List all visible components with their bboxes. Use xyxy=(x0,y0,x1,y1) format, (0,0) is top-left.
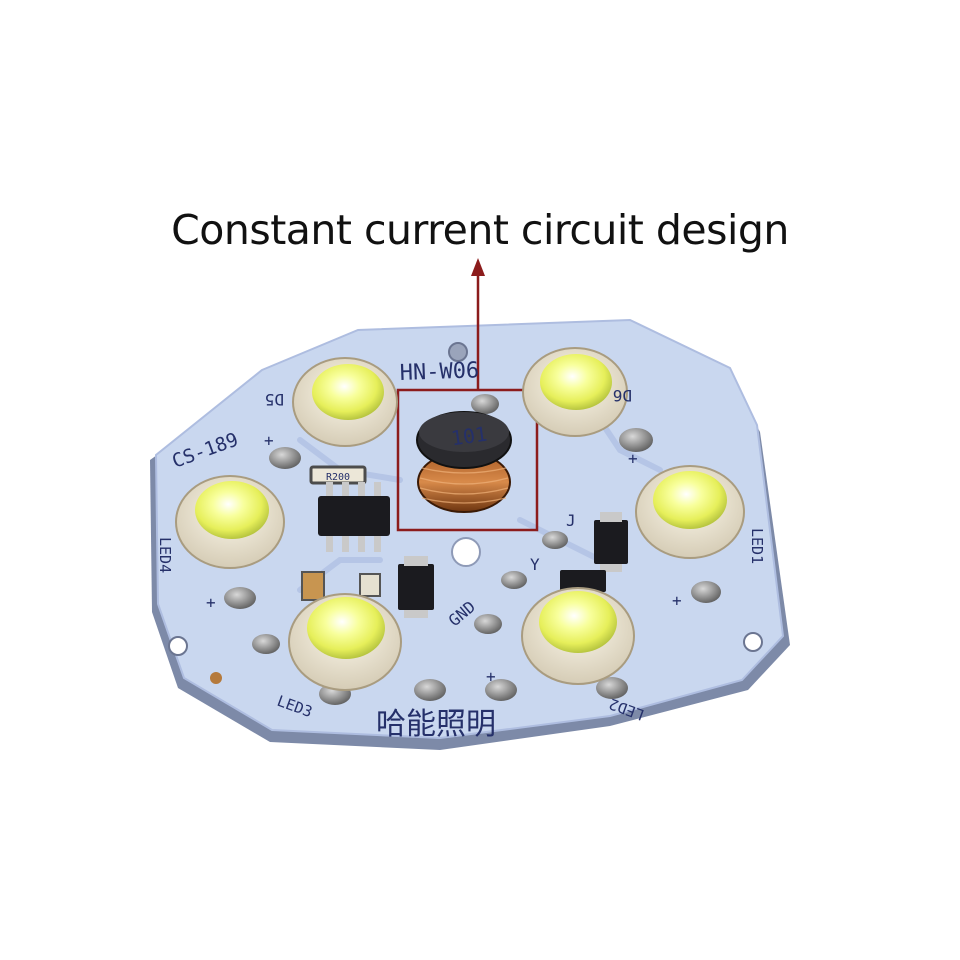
pin-label-j: J xyxy=(566,511,576,530)
led-partial-label-right: D6 xyxy=(613,386,632,405)
driver-ic xyxy=(318,482,390,552)
polarity-mark-1: + xyxy=(264,431,274,450)
led4-label: LED4 xyxy=(156,537,174,573)
led-bottom-right xyxy=(521,587,635,685)
inductor-label: 101 xyxy=(449,422,488,451)
polarity-mark-3: + xyxy=(206,593,216,612)
diode-right xyxy=(594,512,628,572)
led-partial-label-left: D5 xyxy=(265,390,284,409)
led-top-right xyxy=(522,347,628,437)
inductor: 101 xyxy=(416,411,512,513)
smd-capacitor xyxy=(301,571,325,601)
led-bottom-left xyxy=(288,593,402,691)
caption-heading: Constant current circuit design xyxy=(171,206,789,254)
model-label: HN-W06 xyxy=(399,358,479,386)
diode-bottom xyxy=(560,570,606,592)
led-left xyxy=(175,475,285,569)
led-right xyxy=(635,465,745,559)
resistor-label: R200 xyxy=(326,472,350,483)
led-top-left xyxy=(292,357,398,447)
polarity-mark-5: + xyxy=(486,667,496,686)
resistor-r200 xyxy=(309,465,367,485)
callout-arrow-head xyxy=(471,258,485,276)
led1-label: LED1 xyxy=(748,528,766,564)
polarity-mark-2: + xyxy=(628,449,638,468)
polarity-mark-4: + xyxy=(672,591,682,610)
highlight-box xyxy=(396,388,539,532)
pin-label-y: Y xyxy=(530,555,540,574)
diode-left xyxy=(398,556,434,618)
maker-label: 哈能照明 xyxy=(376,707,496,742)
